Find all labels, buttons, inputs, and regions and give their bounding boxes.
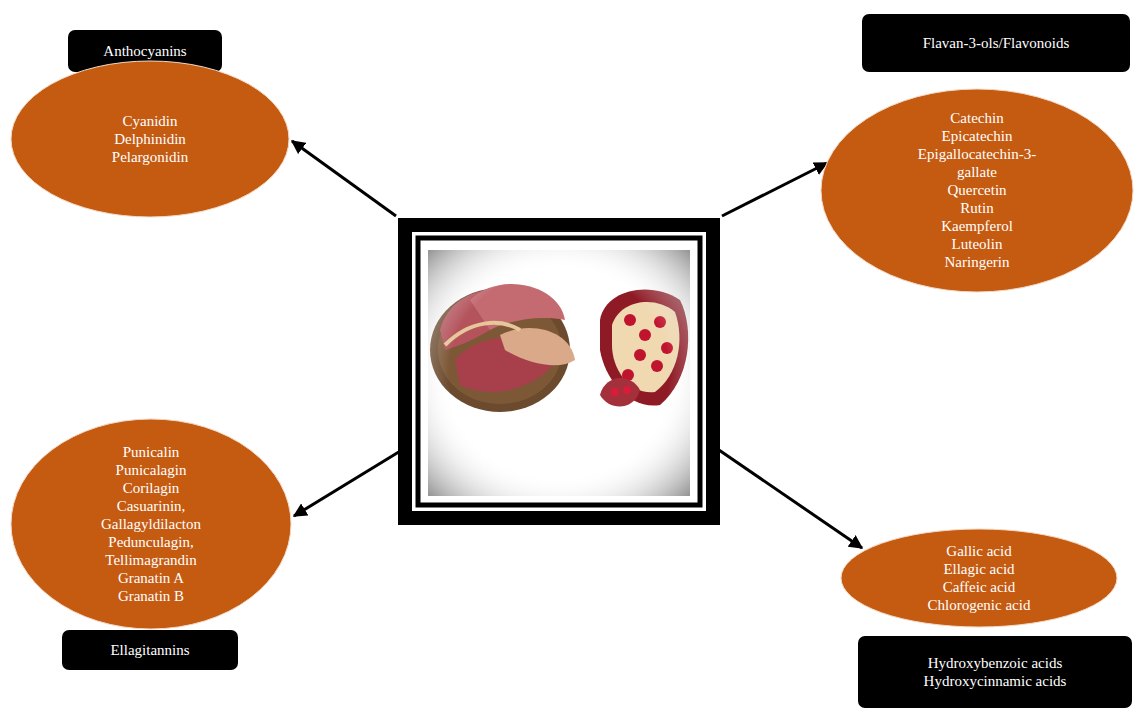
node-text: Punicalin (101, 443, 201, 461)
node-text: Casuarinin, (101, 497, 201, 515)
arrow (292, 141, 396, 216)
arrows (292, 141, 862, 548)
node-text: Quercetin (902, 181, 1052, 199)
compound-ellipse: PunicalinPunicalaginCorilaginCasuarinin,… (10, 418, 292, 630)
frame-outer (398, 218, 720, 525)
photo-frame (398, 218, 720, 525)
category-label: Ellagitannins (62, 630, 238, 670)
node-text: Catechin (902, 109, 1052, 127)
compound-ellipse: CatechinEpicatechinEpigallocatechin-3- g… (820, 88, 1134, 293)
ellipse-shape (821, 89, 1133, 292)
text-group: Hydroxybenzoic acidsHydroxycinnamic acid… (924, 654, 1067, 690)
text-group: Flavan-3-ols/Flavonoids (923, 34, 1070, 52)
node-text: Corilagin (101, 479, 201, 497)
node-text: Naringerin (902, 253, 1052, 271)
node-text: Ellagic acid (928, 560, 1031, 578)
node-text: Kaempferol (902, 217, 1052, 235)
photo-vignette (428, 250, 690, 496)
node-text: Luteolin (902, 235, 1052, 253)
text-group: Gallic acidEllagic acidCaffeic acidChlor… (928, 542, 1031, 614)
frame-mat (412, 232, 706, 511)
pomegranate-photo (428, 250, 690, 496)
node-text: Rutin (902, 199, 1052, 217)
arrow (722, 163, 827, 216)
text-group: CyanidinDelphinidinPelargonidin (112, 112, 188, 166)
node-text: Chlorogenic acid (928, 596, 1031, 614)
node-text: Gallagyldilacton (101, 515, 201, 533)
node-text: Pedunculagin, (101, 533, 201, 551)
text-group: Ellagitannins (110, 641, 189, 659)
ellipse-shape (11, 419, 291, 629)
photo-ground (428, 250, 690, 496)
compound-ellipse: CyanidinDelphinidinPelargonidin (10, 60, 290, 218)
node-text: Gallic acid (928, 542, 1031, 560)
node-text: Tellimagrandin (101, 551, 201, 569)
node-text: Epigallocatechin-3- gallate (902, 145, 1052, 181)
arrow (716, 448, 862, 548)
frame-inner (418, 238, 700, 505)
category-label: Flavan-3-ols/Flavonoids (862, 14, 1130, 72)
arrow (294, 450, 402, 516)
node-text: Pelargonidin (112, 148, 188, 166)
text-group: Anthocyanins (103, 42, 186, 60)
category-label: Hydroxybenzoic acidsHydroxycinnamic acid… (858, 636, 1132, 708)
text-group: CatechinEpicatechinEpigallocatechin-3- g… (902, 109, 1052, 271)
node-text: Granatin B (101, 587, 201, 605)
node-text: Caffeic acid (928, 578, 1031, 596)
node-text: Punicalagin (101, 461, 201, 479)
node-text: Cyanidin (112, 112, 188, 130)
ellipse-shape (841, 529, 1117, 627)
node-text: Hydroxybenzoic acids (924, 654, 1067, 672)
compound-ellipse: Gallic acidEllagic acidCaffeic acidChlor… (840, 528, 1118, 628)
ellipse-shape (11, 61, 289, 217)
node-text: Ellagitannins (110, 641, 189, 659)
node-text: Granatin A (101, 569, 201, 587)
text-group: PunicalinPunicalaginCorilaginCasuarinin,… (101, 443, 201, 605)
node-text: Anthocyanins (103, 42, 186, 60)
node-text: Hydroxycinnamic acids (924, 672, 1067, 690)
node-text: Epicatechin (902, 127, 1052, 145)
node-text: Flavan-3-ols/Flavonoids (923, 34, 1070, 52)
node-text: Delphinidin (112, 130, 188, 148)
